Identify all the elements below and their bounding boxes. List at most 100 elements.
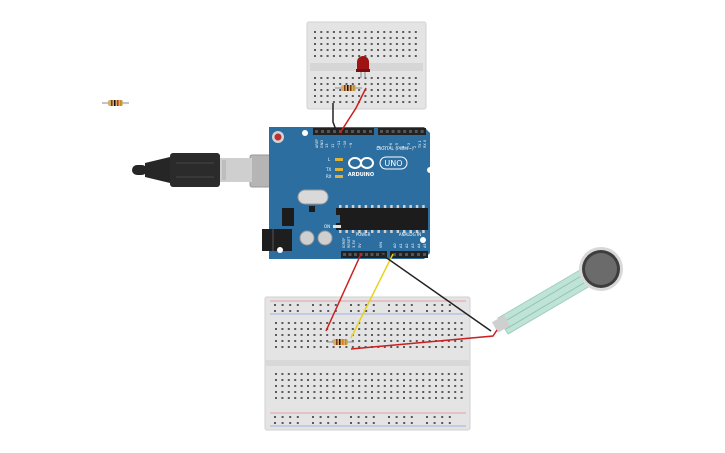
breadboard-hole[interactable]: [275, 322, 277, 324]
breadboard-hole[interactable]: [454, 340, 457, 342]
breadboard-hole[interactable]: [377, 340, 380, 342]
rail-hole[interactable]: [312, 310, 314, 312]
header-pin[interactable]: [354, 253, 357, 256]
breadboard-hole[interactable]: [403, 373, 405, 375]
breadboard-hole[interactable]: [447, 322, 450, 324]
rail-hole[interactable]: [334, 416, 337, 418]
breadboard-hole[interactable]: [435, 391, 437, 393]
breadboard-hole[interactable]: [314, 77, 316, 79]
breadboard-hole[interactable]: [422, 373, 425, 375]
rail-hole[interactable]: [433, 416, 436, 418]
rail-hole[interactable]: [426, 304, 428, 306]
rail-hole[interactable]: [281, 310, 284, 312]
breadboard-hole[interactable]: [389, 37, 392, 39]
breadboard-hole[interactable]: [383, 391, 386, 393]
header-pin[interactable]: [397, 130, 401, 133]
rail-hole[interactable]: [433, 422, 436, 424]
breadboard-hole[interactable]: [396, 334, 399, 336]
breadboard-hole[interactable]: [326, 49, 329, 51]
header-pin[interactable]: [365, 253, 368, 256]
breadboard-hole[interactable]: [460, 328, 463, 330]
breadboard-hole[interactable]: [358, 328, 361, 330]
breadboard-hole[interactable]: [358, 334, 361, 336]
breadboard-hole[interactable]: [454, 397, 457, 399]
breadboard-hole[interactable]: [441, 385, 444, 387]
header-pin[interactable]: [420, 130, 424, 133]
breadboard-hole[interactable]: [351, 83, 354, 85]
breadboard-hole[interactable]: [307, 391, 309, 393]
breadboard-hole[interactable]: [345, 397, 348, 399]
breadboard-hole[interactable]: [275, 340, 277, 342]
breadboard-hole[interactable]: [326, 346, 329, 348]
breadboard-hole[interactable]: [332, 328, 335, 330]
rail-hole[interactable]: [426, 422, 428, 424]
breadboard-hole[interactable]: [408, 89, 411, 91]
breadboard-hole[interactable]: [364, 101, 367, 103]
rail-hole[interactable]: [319, 416, 322, 418]
breadboard-hole[interactable]: [345, 322, 348, 324]
rail-hole[interactable]: [319, 304, 322, 306]
bottom-resistor[interactable]: [327, 339, 354, 345]
rail-hole[interactable]: [365, 304, 368, 306]
breadboard-hole[interactable]: [332, 346, 335, 348]
breadboard-hole[interactable]: [408, 77, 411, 79]
rail-hole[interactable]: [312, 422, 314, 424]
breadboard-hole[interactable]: [377, 373, 380, 375]
breadboard-hole[interactable]: [377, 37, 379, 39]
breadboard-hole[interactable]: [395, 55, 398, 57]
breadboard-hole[interactable]: [281, 334, 284, 336]
breadboard-hole[interactable]: [313, 391, 316, 393]
breadboard-hole[interactable]: [281, 391, 284, 393]
breadboard-hole[interactable]: [345, 101, 348, 103]
breadboard-hole[interactable]: [409, 397, 412, 399]
breadboard-hole[interactable]: [339, 43, 342, 45]
breadboard-hole[interactable]: [314, 55, 316, 57]
bottom-breadboard[interactable]: [264, 296, 471, 431]
breadboard-hole[interactable]: [447, 385, 450, 387]
breadboard-hole[interactable]: [415, 346, 418, 348]
breadboard-hole[interactable]: [319, 328, 322, 330]
breadboard-hole[interactable]: [383, 385, 386, 387]
breadboard-hole[interactable]: [294, 379, 297, 381]
breadboard-hole[interactable]: [377, 101, 379, 103]
breadboard-hole[interactable]: [396, 397, 399, 399]
breadboard-hole[interactable]: [428, 373, 431, 375]
breadboard-hole[interactable]: [447, 334, 450, 336]
breadboard-hole[interactable]: [390, 328, 393, 330]
breadboard-hole[interactable]: [414, 77, 417, 79]
header-pin[interactable]: [345, 130, 348, 133]
breadboard-hole[interactable]: [364, 31, 367, 33]
rail-hole[interactable]: [365, 416, 368, 418]
header-pin[interactable]: [327, 130, 330, 133]
breadboard-hole[interactable]: [396, 346, 399, 348]
breadboard-hole[interactable]: [307, 379, 309, 381]
breadboard-hole[interactable]: [358, 83, 361, 85]
rail-hole[interactable]: [365, 422, 368, 424]
header-pin[interactable]: [393, 253, 396, 256]
breadboard-hole[interactable]: [320, 43, 323, 45]
breadboard-hole[interactable]: [320, 55, 323, 57]
breadboard-hole[interactable]: [351, 397, 354, 399]
breadboard-hole[interactable]: [370, 31, 373, 33]
breadboard-hole[interactable]: [383, 397, 386, 399]
breadboard-hole[interactable]: [460, 346, 463, 348]
breadboard-hole[interactable]: [441, 379, 444, 381]
breadboard-hole[interactable]: [460, 340, 463, 342]
breadboard-hole[interactable]: [370, 83, 373, 85]
breadboard-hole[interactable]: [332, 89, 335, 91]
rail-hole[interactable]: [281, 304, 284, 306]
breadboard-hole[interactable]: [320, 89, 323, 91]
breadboard-hole[interactable]: [358, 385, 361, 387]
breadboard-hole[interactable]: [294, 328, 297, 330]
breadboard-hole[interactable]: [414, 55, 417, 57]
breadboard-hole[interactable]: [408, 55, 411, 57]
breadboard-hole[interactable]: [428, 322, 431, 324]
header-pin[interactable]: [417, 253, 420, 256]
breadboard-hole[interactable]: [422, 346, 425, 348]
header-pin[interactable]: [315, 130, 318, 133]
rail-hole[interactable]: [448, 416, 451, 418]
breadboard-hole[interactable]: [409, 340, 412, 342]
breadboard-hole[interactable]: [358, 77, 361, 79]
breadboard-hole[interactable]: [371, 322, 373, 324]
breadboard-hole[interactable]: [454, 391, 457, 393]
